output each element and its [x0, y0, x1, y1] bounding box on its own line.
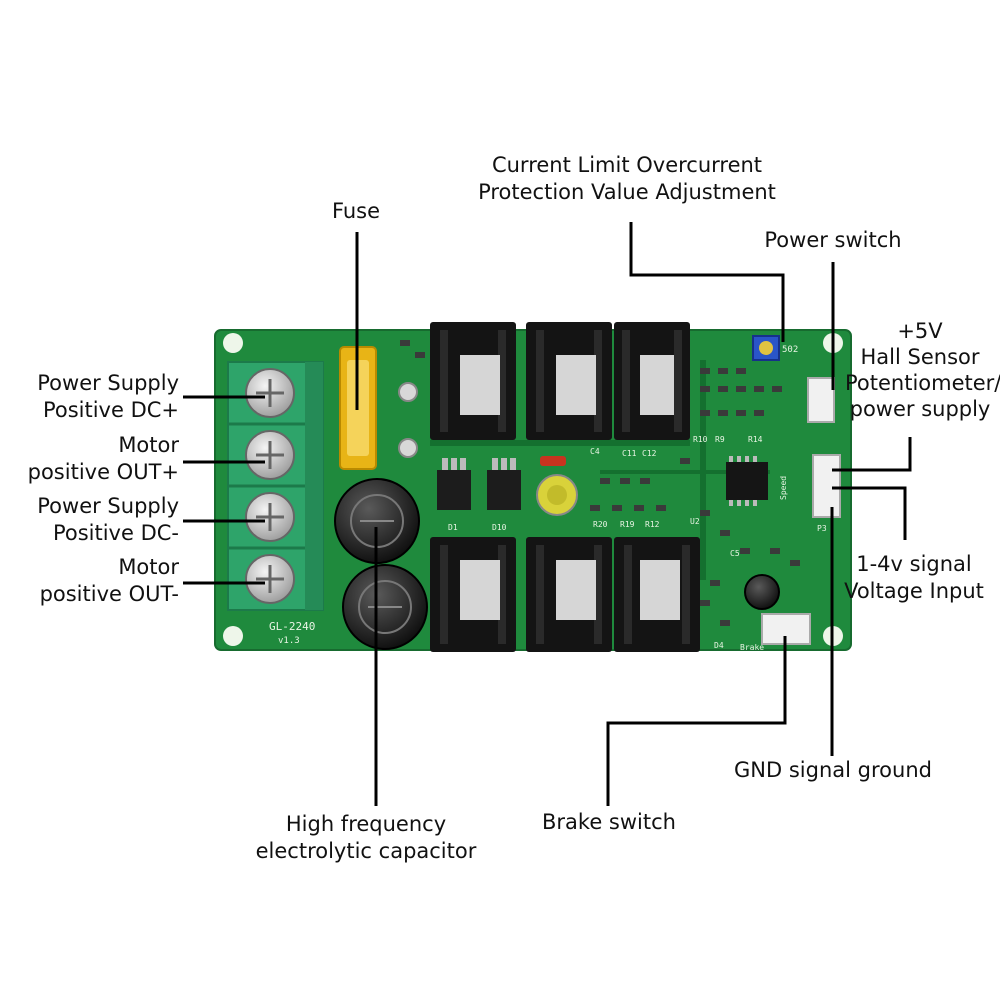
heatsink: [614, 537, 700, 652]
silk-d10: D10: [492, 523, 507, 532]
mount-hole: [223, 626, 243, 646]
terminal-screw: [245, 430, 295, 480]
silk-d1: D1: [448, 523, 458, 532]
heatsink: [430, 537, 516, 652]
potentiometer: [752, 335, 780, 361]
heatsink: [526, 537, 612, 652]
silk-r20: R20: [593, 520, 608, 529]
heatsink: [526, 322, 612, 440]
label-power-supply-pos: Power Supply Positive DC+: [37, 371, 179, 422]
mosfet: [437, 458, 471, 510]
silk-c4: C4: [590, 447, 600, 456]
silk-c11: C11: [622, 449, 637, 458]
silk-r12: R12: [645, 520, 660, 529]
terminal-screw: [245, 492, 295, 542]
terminal-screw: [245, 368, 295, 418]
capacitor: [342, 564, 428, 650]
label-current-limit: Current Limit Overcurrent Protection Val…: [478, 153, 776, 204]
leader-current-limit: [629, 222, 785, 342]
heatsink: [430, 322, 516, 440]
silk-c5: C5: [730, 549, 740, 558]
silk-brake: Brake: [740, 643, 764, 652]
label-fuse: Fuse: [331, 199, 381, 223]
silk-r19: R19: [620, 520, 635, 529]
label-hall-sensor: +5V Hall Sensor Potentiometer/ power sup…: [845, 319, 1000, 421]
pot-value: 502: [782, 345, 798, 355]
silk-d4: D4: [714, 641, 724, 650]
label-power-supply-neg: Power Supply Positive DC-: [37, 494, 179, 545]
silk-c12: C12: [642, 449, 657, 458]
label-brake-switch: Brake switch: [542, 810, 676, 834]
small-capacitor: [744, 574, 780, 610]
mosfet: [487, 458, 521, 510]
silk-r10: R10: [693, 435, 708, 444]
label-motor-pos: Motor positive OUT+: [27, 433, 179, 484]
label-capacitor: High frequency electrolytic capacitor: [255, 812, 477, 863]
label-signal-input: 1-4v signal Voltage Input: [844, 552, 984, 603]
board-version: v1.3: [278, 636, 300, 646]
label-power-switch: Power switch: [764, 228, 902, 252]
diode: [540, 456, 566, 466]
solder-pad: [398, 382, 418, 402]
signal-connector: [812, 454, 841, 518]
board-model: GL-2240: [269, 620, 315, 633]
label-gnd: GND signal ground: [734, 758, 932, 782]
solder-pad: [398, 438, 418, 458]
mount-hole: [223, 333, 243, 353]
silk-u2: U2: [690, 517, 700, 526]
silk-r14: R14: [748, 435, 763, 444]
silk-speed: Speed: [779, 476, 788, 500]
heatsink: [614, 322, 690, 440]
ic-chip: [726, 456, 768, 506]
leader-brake: [606, 636, 787, 806]
leader-signal-input: [832, 486, 907, 540]
silk-p3: P3: [817, 524, 827, 533]
power-switch-connector: [807, 377, 835, 423]
terminal-screw: [245, 554, 295, 604]
leader-hall-sensor: [832, 437, 912, 472]
label-motor-neg: Motor positive OUT-: [39, 555, 179, 606]
small-capacitor: [536, 474, 578, 516]
silk-r9: R9: [715, 435, 725, 444]
